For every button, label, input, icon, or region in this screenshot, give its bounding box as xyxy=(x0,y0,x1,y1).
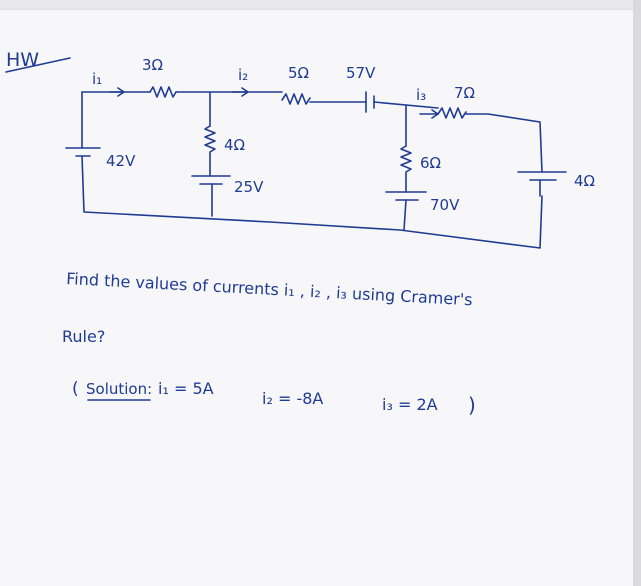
image-edge xyxy=(633,0,641,586)
solution-open-paren: ( xyxy=(72,379,79,399)
battery-70v xyxy=(385,191,427,201)
battery-right xyxy=(517,171,567,181)
wire-top-mid-2 xyxy=(373,101,439,109)
label-57v: 57V xyxy=(346,64,376,82)
label-6ohm: 6Ω xyxy=(420,154,441,172)
arrow-i1-icon xyxy=(109,87,125,97)
solution-i1: i₁ = 5A xyxy=(158,379,214,398)
battery-57v xyxy=(365,91,375,113)
label-i2: i₂ xyxy=(238,66,248,84)
battery-25v xyxy=(191,175,231,185)
arrow-i3-icon xyxy=(419,109,439,119)
label-i3: i₃ xyxy=(416,86,426,104)
wire-r6-branch-2 xyxy=(403,199,407,231)
label-3ohm: 3Ω xyxy=(142,56,163,74)
arrow-i2-icon xyxy=(231,87,249,97)
label-42v: 42V xyxy=(106,152,136,170)
label-5ohm: 5Ω xyxy=(288,64,309,82)
question-line-1: Find the values of currents i₁ , i₂ , i₃… xyxy=(66,269,473,309)
solution-label: Solution: xyxy=(86,380,152,398)
label-4ohm-right: 4Ω xyxy=(574,172,595,190)
resistor-6ohm xyxy=(400,145,412,193)
wire-top-right xyxy=(465,113,543,173)
wire-left-2 xyxy=(81,155,543,249)
label-70v: 70V xyxy=(430,196,460,214)
paper-sheet xyxy=(0,10,633,586)
label-4ohm-mid: 4Ω xyxy=(224,136,245,154)
battery-42v xyxy=(65,147,101,157)
hw-label: HW xyxy=(6,49,39,71)
resistor-7ohm xyxy=(437,107,467,119)
resistor-4ohm-mid xyxy=(204,125,216,177)
resistor-5ohm xyxy=(281,93,311,105)
solution-i3: i₃ = 2A xyxy=(382,395,438,414)
label-25v: 25V xyxy=(234,178,264,196)
label-7ohm: 7Ω xyxy=(454,84,475,102)
solution-close-paren: ) xyxy=(468,393,476,417)
question-line-2: Rule? xyxy=(62,327,105,346)
solution-i2: i₂ = -8A xyxy=(262,389,323,408)
resistor-3ohm xyxy=(149,86,177,98)
label-i1: i₁ xyxy=(92,70,102,88)
hw-underline xyxy=(5,57,71,73)
